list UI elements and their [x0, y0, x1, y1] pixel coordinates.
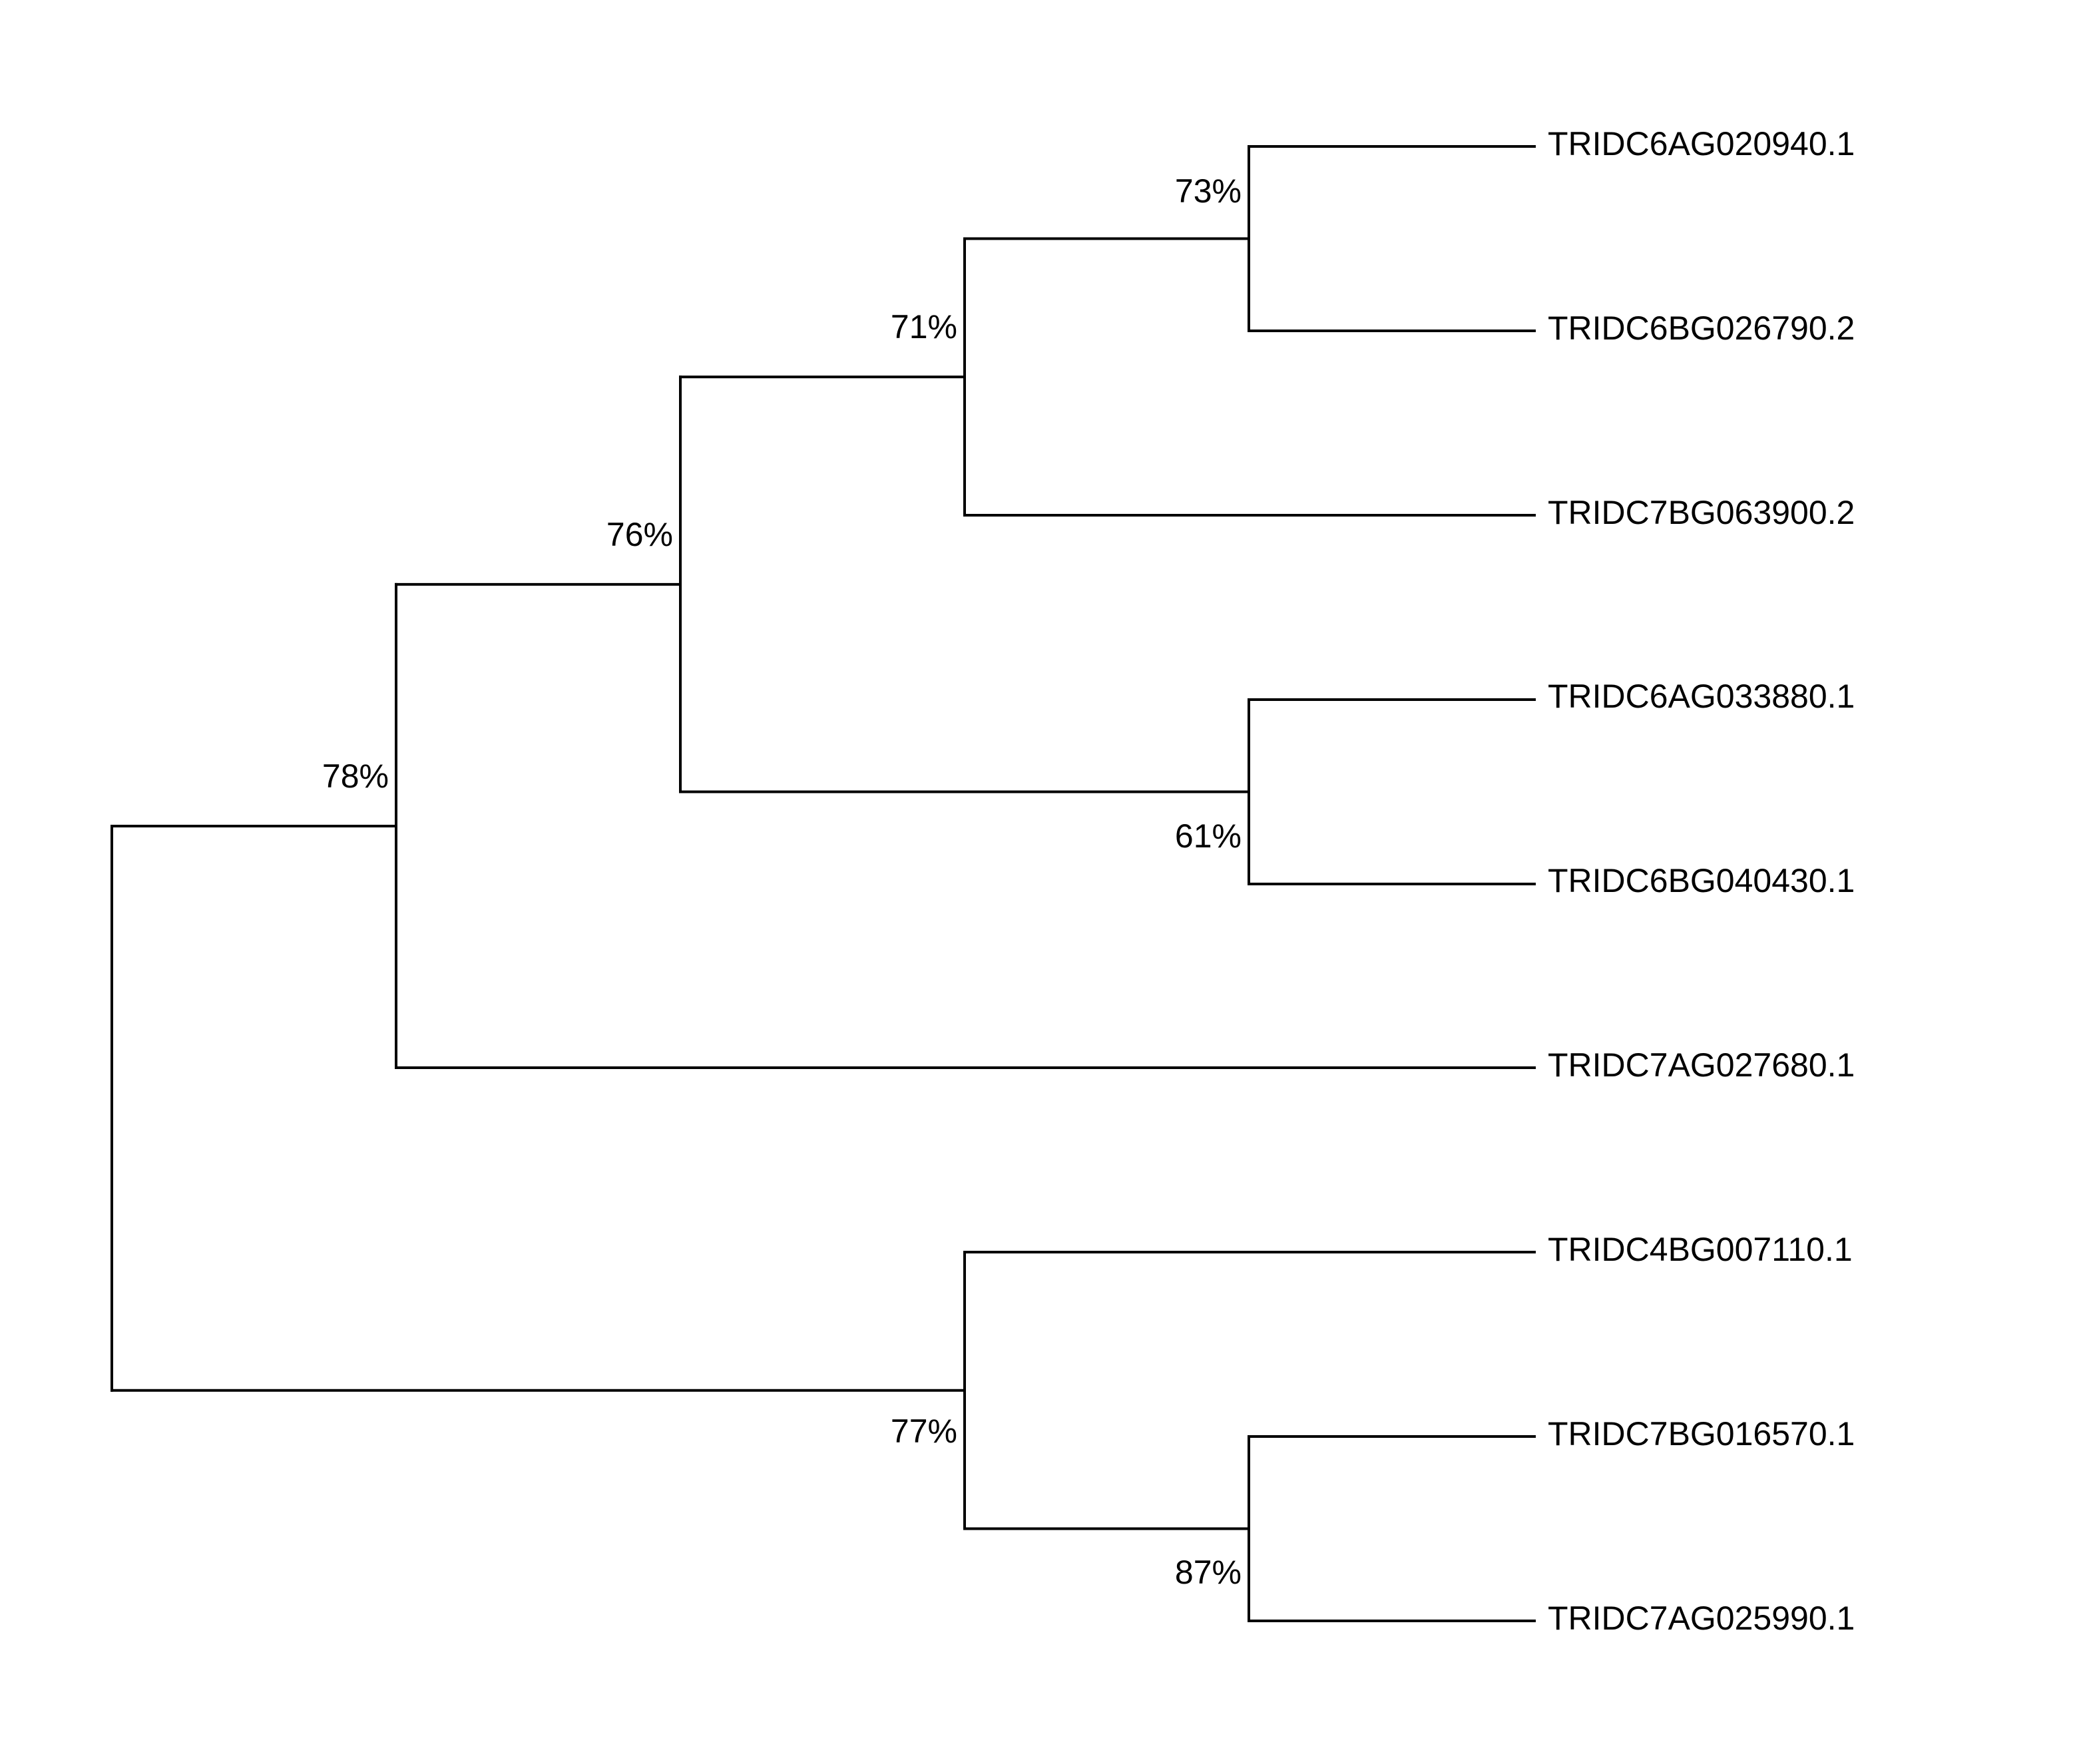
leaf-label: TRIDC6AG033880.1 [1548, 678, 1855, 715]
leaf-labels: TRIDC6AG020940.1 TRIDC6BG026790.2 TRIDC7… [1548, 125, 1855, 1637]
leaf-label: TRIDC7AG027680.1 [1548, 1046, 1855, 1084]
tree-branches [111, 145, 1536, 1622]
support-label-71: 71% [891, 308, 957, 345]
support-label-87: 87% [1175, 1554, 1242, 1591]
leaf-label: TRIDC6BG026790.2 [1548, 310, 1855, 347]
support-label-76: 76% [606, 516, 673, 553]
support-label-78: 78% [322, 758, 389, 795]
support-label-61: 61% [1175, 817, 1242, 855]
leaf-label: TRIDC7BG016570.1 [1548, 1415, 1855, 1452]
leaf-label: TRIDC6AG020940.1 [1548, 125, 1855, 162]
leaf-label: TRIDC4BG007110.1 [1548, 1231, 1853, 1268]
leaf-label: TRIDC7AG025990.1 [1548, 1600, 1855, 1637]
leaf-label: TRIDC7BG063900.2 [1548, 494, 1855, 531]
leaf-label: TRIDC6BG040430.1 [1548, 862, 1855, 899]
support-label-73: 73% [1175, 172, 1242, 210]
support-labels: 73% 71% 61% 76% 78% 87% 77% [322, 172, 1242, 1591]
support-label-77: 77% [891, 1413, 957, 1450]
